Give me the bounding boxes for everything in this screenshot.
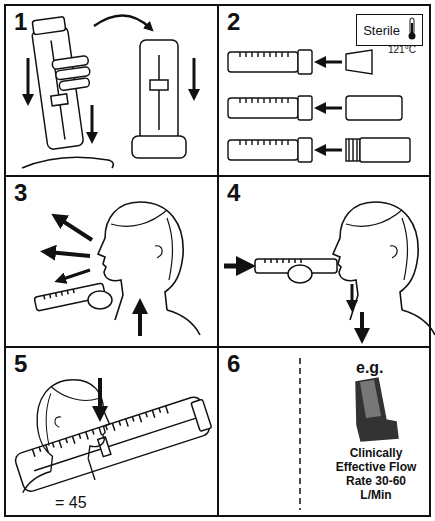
step2-illustration: [228, 50, 410, 162]
sterile-label: Sterile: [363, 23, 400, 38]
step5-illustration: [13, 378, 213, 493]
step1-illustration: [22, 14, 194, 168]
step-number: 4: [227, 180, 240, 206]
step-panel: 3: [4, 175, 219, 348]
step-number: 1: [14, 9, 27, 35]
step-number: 3: [14, 180, 27, 206]
step-panel: 5: [4, 346, 219, 517]
step-panel: 6: [217, 346, 431, 517]
text-label: 121°C: [388, 44, 416, 56]
step3-illustration: [34, 202, 200, 336]
sterile-box: Sterile: [356, 14, 423, 46]
text-label: e.g.: [356, 358, 384, 377]
text-label: = 45: [55, 493, 87, 512]
step6-illustration: [23, 358, 398, 510]
step-panel: 1: [4, 4, 219, 177]
thermometer-icon: [406, 17, 418, 41]
step-panel: 2Sterile: [217, 4, 431, 177]
step-number: 6: [227, 351, 240, 377]
step-panel: 4: [217, 175, 431, 348]
step-number: 5: [14, 351, 27, 377]
step-number: 2: [227, 9, 240, 35]
text-label: Clinically Effective Flow Rate 30-60 L/M…: [333, 446, 419, 502]
step4-illustration: [224, 202, 435, 336]
